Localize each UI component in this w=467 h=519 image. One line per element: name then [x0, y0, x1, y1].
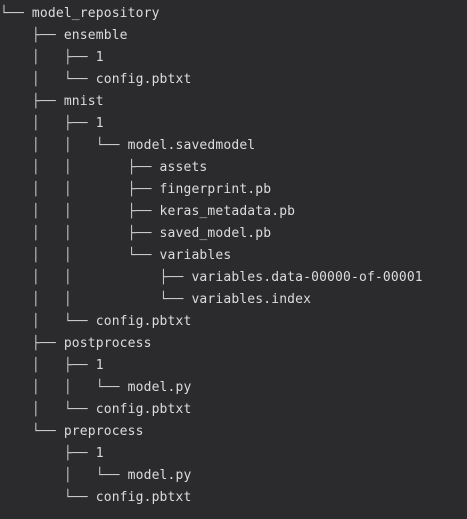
tree-branch-connector: │ │ └──	[0, 380, 128, 395]
tree-file-line: │ │ ├── variables.data-00000-of-00001	[0, 267, 423, 289]
tree-file-line: │ │ ├── fingerprint.pb	[0, 179, 271, 201]
tree-branch-connector: │ └──	[0, 72, 96, 87]
tree-branch-connector: │ │ ├──	[0, 182, 160, 197]
folder-name: 1	[95, 446, 104, 461]
tree-branch-connector: │ │ ├──	[0, 204, 160, 219]
tree-folder-line: ├── mnist	[0, 91, 104, 113]
tree-folder-line: ├── postprocess	[0, 333, 152, 355]
tree-file-line: └── config.pbtxt	[0, 487, 192, 509]
file-name: model.py	[127, 380, 192, 395]
file-name: variables.data-00000-of-00001	[191, 270, 423, 285]
folder-name: assets	[159, 160, 208, 175]
tree-file-line: │ └── config.pbtxt	[0, 69, 191, 91]
tree-folder-line: │ ├── 1	[0, 113, 104, 135]
folder-name: model.savedmodel	[127, 138, 256, 153]
tree-folder-line: ├── ensemble	[0, 25, 128, 47]
file-name: config.pbtxt	[95, 490, 192, 505]
folder-name: mnist	[63, 94, 104, 109]
tree-folder-line: │ ├── 1	[0, 47, 104, 69]
tree-branch-connector: │ │ ├──	[0, 160, 160, 175]
tree-folder-line: └── preprocess	[0, 421, 144, 443]
tree-branch-connector: └──	[0, 424, 64, 439]
tree-folder-line: │ │ ├── assets	[0, 157, 207, 179]
tree-file-line: │ └── model.py	[0, 465, 192, 487]
file-name: config.pbtxt	[95, 72, 192, 87]
folder-name: ensemble	[63, 28, 128, 43]
tree-branch-connector: │ └──	[0, 468, 128, 483]
tree-file-line: │ │ └── model.py	[0, 377, 191, 399]
folder-name: postprocess	[63, 336, 152, 351]
folder-name: variables	[159, 248, 232, 263]
file-name: saved_model.pb	[159, 226, 272, 241]
tree-folder-line: ├── 1	[0, 443, 104, 465]
folder-name: preprocess	[63, 424, 144, 439]
tree-folder-line: │ │ └── model.savedmodel	[0, 135, 255, 157]
file-name: config.pbtxt	[95, 314, 192, 329]
file-name: fingerprint.pb	[159, 182, 272, 197]
file-name: model.py	[127, 468, 192, 483]
tree-branch-connector: └──	[0, 490, 96, 505]
tree-branch-connector: │ │ └──	[0, 292, 192, 307]
tree-branch-connector: │ │ └──	[0, 248, 160, 263]
file-name: variables.index	[191, 292, 312, 307]
tree-branch-connector: ├──	[0, 94, 64, 109]
tree-branch-connector: │ │ ├──	[0, 270, 192, 285]
tree-branch-connector: │ └──	[0, 402, 96, 417]
tree-file-line: │ │ ├── saved_model.pb	[0, 223, 271, 245]
folder-name: model_repository	[31, 6, 160, 21]
tree-branch-connector: │ │ └──	[0, 138, 128, 153]
tree-folder-line: └── model_repository	[0, 3, 160, 25]
tree-branch-connector: │ │ ├──	[0, 226, 160, 241]
directory-tree-output: └── model_repository ├── ensemble │ ├── …	[0, 3, 467, 519]
tree-branch-connector: ├──	[0, 28, 64, 43]
tree-file-line: │ └── config.pbtxt	[0, 311, 191, 333]
file-name: config.pbtxt	[95, 402, 192, 417]
tree-branch-connector: ├──	[0, 446, 96, 461]
tree-folder-line: │ ├── 1	[0, 355, 104, 377]
file-name: keras_metadata.pb	[159, 204, 296, 219]
tree-branch-connector: │ ├──	[0, 50, 96, 65]
tree-branch-connector: │ └──	[0, 314, 96, 329]
folder-name: 1	[95, 50, 104, 65]
tree-branch-connector: ├──	[0, 336, 64, 351]
tree-folder-line: │ │ └── variables	[0, 245, 231, 267]
folder-name: 1	[95, 116, 104, 131]
tree-branch-connector: │ ├──	[0, 358, 96, 373]
tree-branch-connector: │ ├──	[0, 116, 96, 131]
folder-name: 1	[95, 358, 104, 373]
tree-file-line: │ └── config.pbtxt	[0, 399, 191, 421]
tree-file-line: │ │ ├── keras_metadata.pb	[0, 201, 295, 223]
tree-branch-connector: └──	[0, 6, 32, 21]
tree-file-line: │ │ └── variables.index	[0, 289, 311, 311]
